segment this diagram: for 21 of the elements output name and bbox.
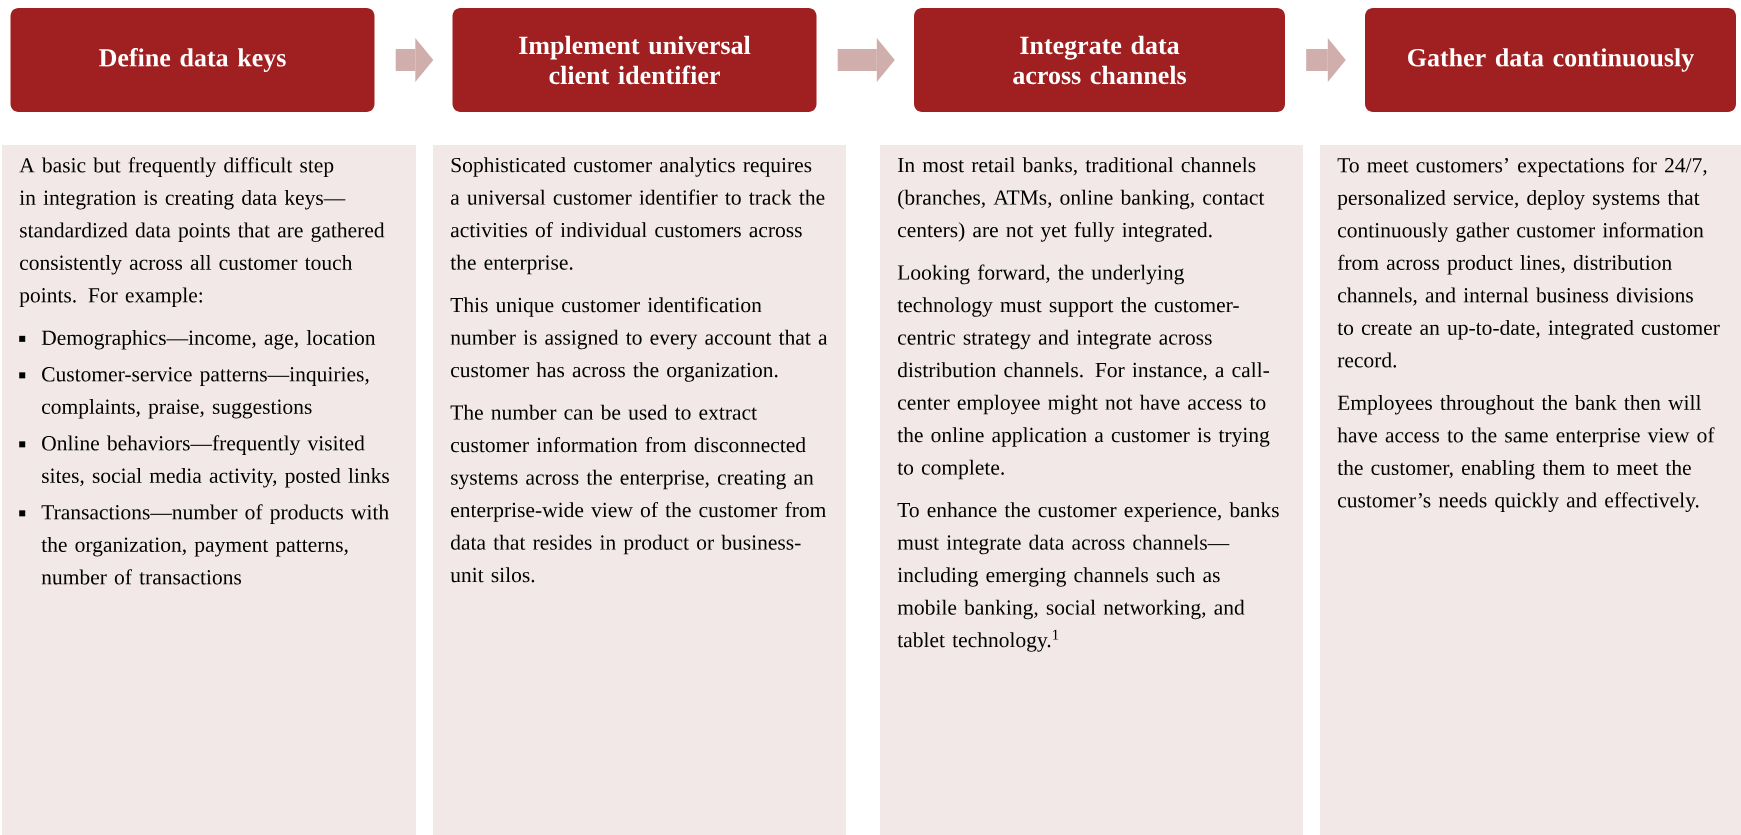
step-box: Gather data continuously [1365, 8, 1736, 112]
paragraph: Sophisticated customer analytics requires a universal customer identifier to track the activities of individual customers across the enterprise. [450, 157, 825, 275]
bullet-item: Transactions—number of products with the organization, payment patterns, number of transactions [19, 504, 389, 585]
arrow [395, 38, 434, 82]
paragraph: The number can be used to extract customer information from disconnected systems across the enterprise, creating an enterprise-wide view of the customer from data that resides in product or business-unit silos. [450, 404, 826, 583]
step-box: Define data keys [10, 8, 375, 112]
arrow [837, 38, 895, 82]
step-box: Implement universal client identifier [452, 8, 817, 112]
bullet-item: Customer-service patterns—inquiries, complaints, praise, suggestions [19, 367, 369, 419]
paragraph: Looking forward, the underlying technology must support the customer-centric strategy and integrate across distribution channels. For instance, a call-center employee might not have access to the online application a customer is trying to complete. [897, 264, 1270, 480]
step-box: Integrate data across channels [914, 8, 1285, 112]
paragraph: To meet customers’ expectations for 24/7, personalized service, deploy systems that continuously gather customer information from across product lines, distribution channels, and internal business divisions to create an up-to-date, integrated customer record. [1337, 157, 1720, 368]
text-panel [2, 145, 416, 835]
arrow [1306, 38, 1346, 82]
bullet-item: Online behaviors—frequently visited sites, social media activity, posted links [19, 435, 389, 488]
paragraph: This unique customer identification number is assigned to every account that a customer has across the organization. [450, 297, 828, 382]
paragraph: To enhance the customer experience, banks must integrate data across channels—including emerging channels such as mobile banking, social networking, and tablet technology.$^{1}$ [897, 502, 1279, 652]
paragraph: In most retail banks, traditional channels (branches, ATMs, online banking, contact centers) are not yet fully integrated. [898, 157, 1265, 242]
paragraph: A basic but frequently difficult step in integration is creating data keys—standardized data points that are gathered consistently across all customer touch points. For example: [19, 157, 385, 307]
bullet-item: Demographics—income, age, location [19, 329, 376, 350]
paragraph: Employees throughout the bank then will have access to the same enterprise view of the customer, enabling them to meet the customer’s needs quickly and effectively. [1337, 394, 1715, 512]
